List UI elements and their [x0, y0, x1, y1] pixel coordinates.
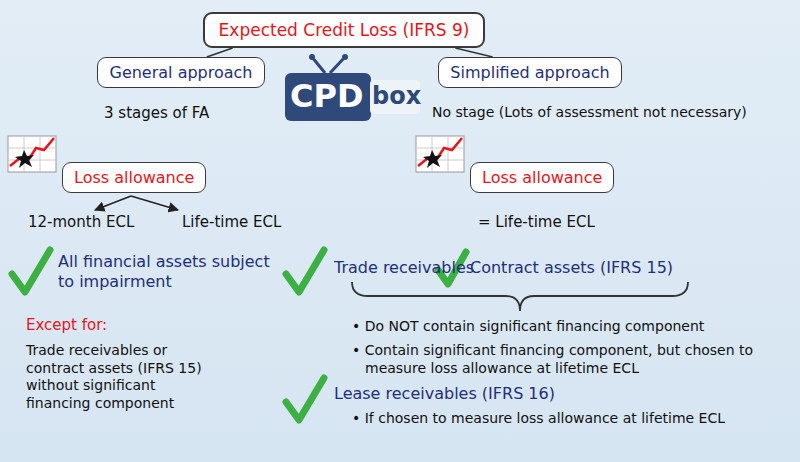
scope-heading: All financial assets subject to impairme…	[58, 252, 273, 292]
loss-allowance-box: Loss allowance	[62, 162, 206, 193]
approach-box: Simplified approach	[438, 57, 621, 88]
loss-allowance-box: Loss allowance	[470, 162, 614, 193]
note-text: 3 stages of FA	[104, 104, 209, 123]
bracket	[352, 282, 688, 311]
box-text: General approach	[109, 63, 252, 82]
connector-line	[455, 48, 492, 57]
chart-icon	[416, 136, 464, 172]
ecl-text: 12-month ECL	[28, 213, 134, 232]
approach-box: General approach	[97, 57, 264, 88]
bullet-text: • If chosen to measure loss allowance at…	[352, 410, 792, 428]
logo-text: CPD	[290, 76, 364, 116]
ecl-text: Life-time ECL	[182, 213, 281, 232]
split-arrow	[95, 196, 178, 210]
logo-text: box	[372, 81, 421, 111]
exception-heading: Except for:	[26, 316, 107, 335]
item-heading: Trade receivables	[334, 258, 474, 278]
box-text: Expected Credit Loss (IFRS 9)	[219, 20, 470, 40]
box-text: Loss allowance	[74, 168, 194, 187]
bullet-text: • Do NOT contain significant financing c…	[352, 318, 792, 336]
box-text: Simplified approach	[450, 63, 609, 82]
chart-icon	[8, 136, 56, 172]
item-heading: Lease receivables (IFRS 16)	[334, 384, 555, 404]
ecl-text: = Life-time ECL	[478, 213, 595, 232]
exception-text: Trade receivables or contract assets (IF…	[26, 342, 206, 412]
note-text: No stage (Lots of assessment not necessa…	[432, 104, 747, 122]
connector-line	[207, 48, 233, 57]
item-heading: Contract assets (IFRS 15)	[470, 258, 673, 278]
bullet-text: • Contain significant financing componen…	[352, 342, 757, 377]
box-text: Loss allowance	[482, 168, 602, 187]
title-box: Expected Credit Loss (IFRS 9)	[203, 12, 486, 48]
